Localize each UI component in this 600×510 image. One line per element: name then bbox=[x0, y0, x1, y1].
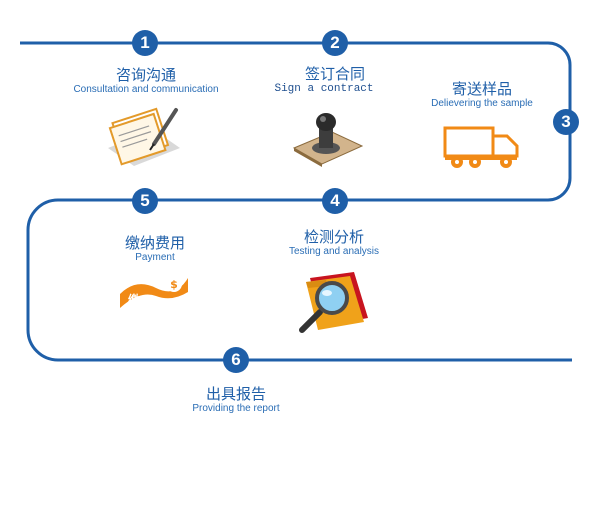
contract-pen-icon bbox=[108, 107, 180, 166]
payment-check-icon: $ 缴 bbox=[120, 276, 188, 308]
step-3-title: 寄送样品 bbox=[451, 80, 512, 98]
step-2-badge: 2 bbox=[322, 30, 348, 56]
step-6-title: 出具报告 bbox=[205, 385, 266, 403]
step-6-badge: 6 bbox=[223, 347, 249, 373]
step-3-subtitle: Delievering the sample bbox=[431, 98, 533, 109]
step-1-badge: 1 bbox=[132, 30, 158, 56]
step-3-badge: 3 bbox=[553, 109, 579, 135]
step-4-subtitle: Testing and analysis bbox=[288, 246, 380, 257]
delivery-truck-icon bbox=[443, 126, 519, 168]
step-1-subtitle: Consultation and communication bbox=[73, 84, 219, 95]
step-5-subtitle: Payment bbox=[135, 252, 175, 263]
magnifier-folder-icon bbox=[299, 272, 368, 333]
seal-stamp-icon bbox=[292, 113, 364, 167]
svg-text:$: $ bbox=[170, 278, 178, 291]
step-2-title: 签订合同 bbox=[304, 65, 365, 83]
step-4-title: 检测分析 bbox=[303, 228, 364, 246]
step-4-badge: 4 bbox=[322, 188, 348, 214]
step-5-title: 缴纳费用 bbox=[124, 234, 185, 252]
step-2-subtitle: Sign a contract bbox=[274, 83, 374, 95]
step-1-title: 咨询沟通 bbox=[115, 66, 176, 84]
step-6-subtitle: Providing the report bbox=[192, 403, 280, 414]
step-5-badge: 5 bbox=[132, 188, 158, 214]
svg-text:缴: 缴 bbox=[128, 292, 141, 307]
